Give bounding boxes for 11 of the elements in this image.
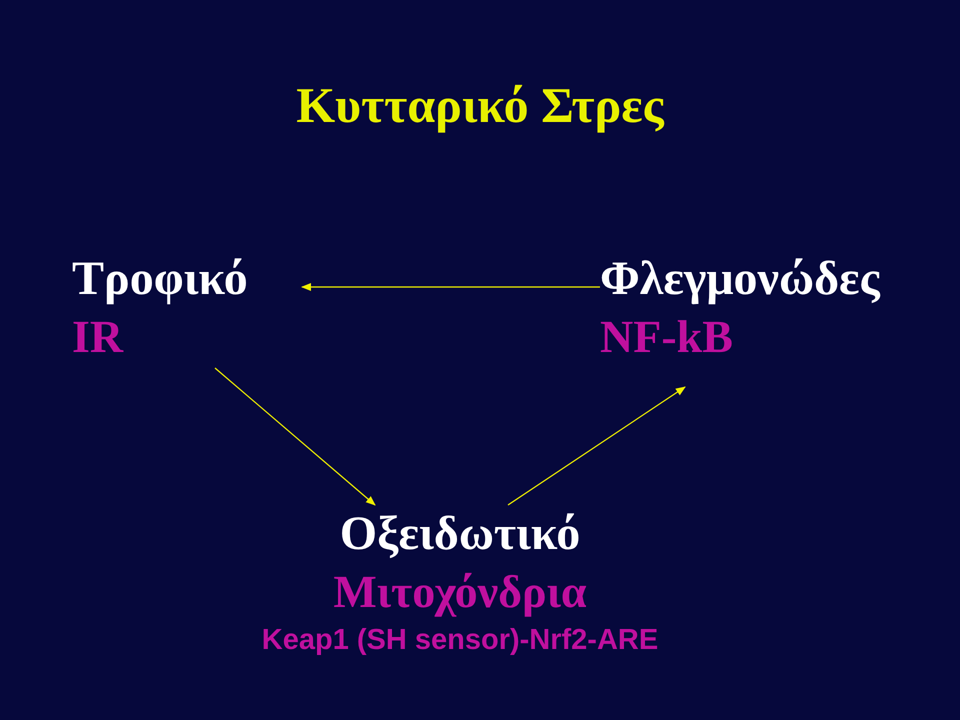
node-note: Keap1 (SH sensor)-Nrf2-ARE [262,623,658,658]
title: Κυτταρικό Στρες [295,76,666,135]
node-subheading: NF-kB [600,310,733,364]
node-subheading: Μιτοχόνδρια [333,565,587,619]
node-heading: Τροφικό [72,251,248,307]
arrow [508,386,686,506]
node-heading: Οξειδωτικό [340,506,580,562]
node-subheading: IR [72,310,124,364]
node-heading: Φλεγμονώδες [600,251,880,307]
arrow [214,368,376,506]
arrow [301,283,600,291]
